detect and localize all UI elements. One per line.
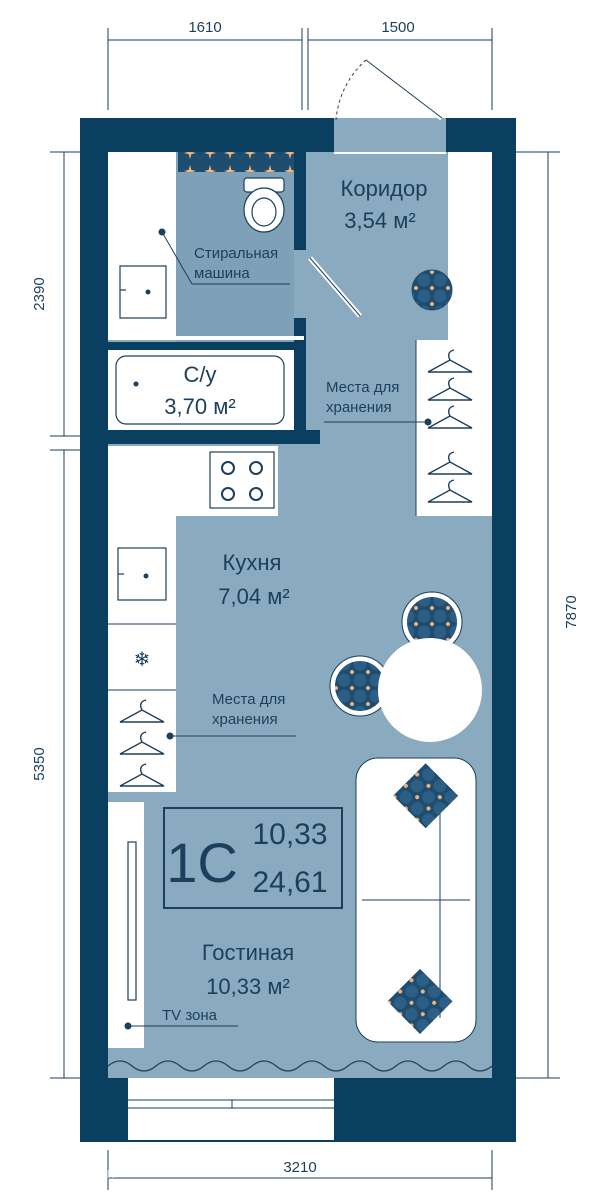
corridor-name: Коридор (341, 176, 428, 201)
washer-label-2: машина (194, 265, 250, 282)
corridor-area: 3,54 м² (344, 208, 415, 233)
living-area: 10,33 м² (206, 974, 290, 999)
curtain (107, 1060, 493, 1072)
tv-zone-label: TV зона (162, 1007, 218, 1024)
bathroom-name: С/у (184, 362, 217, 387)
storage-left-label-1: Места для (212, 691, 285, 708)
stove-icon (209, 451, 275, 509)
bathroom-area: 3,70 м² (164, 394, 235, 419)
apartment-type: 1С (166, 831, 238, 894)
dining-set (329, 591, 482, 742)
chair-top (401, 591, 463, 653)
dim-top-right: 1500 (381, 19, 414, 36)
corridor-shoe-rack (448, 152, 492, 340)
fridge-icon: ❄ (134, 649, 151, 671)
toilet-icon (243, 177, 285, 233)
domclick-watermark: Домклик (31, 1163, 114, 1182)
ottoman-icon (411, 269, 453, 311)
bathtub-icon (108, 350, 294, 430)
wardrobe-left (119, 699, 165, 787)
balcony-window (128, 1078, 334, 1140)
bathroom-fixtures (108, 152, 294, 430)
dimension-lines (50, 28, 560, 1190)
watermark-text: Домклик (54, 1165, 114, 1182)
chair-left (329, 655, 391, 717)
washer-label-1: Стиральная (194, 245, 278, 262)
interior-walls (108, 152, 320, 444)
dim-left-upper: 2390 (31, 277, 48, 310)
storage-top-label-1: Места для (326, 379, 399, 396)
kitchen-area: 7,04 м² (218, 584, 289, 609)
entrance-door (335, 57, 450, 152)
sink-icon (119, 265, 167, 319)
dining-table (378, 638, 482, 742)
dim-bottom: 3210 (283, 1159, 316, 1176)
living-area-value: 10,33 (252, 818, 327, 851)
bathroom-door (308, 256, 362, 318)
dim-left-lower: 5350 (31, 747, 48, 780)
storage-top-label-2: хранения (326, 399, 392, 416)
storage-left-label-2: хранения (212, 711, 278, 728)
living-name: Гостиная (202, 940, 294, 965)
total-area-value: 24,61 (252, 866, 327, 899)
wardrobe-top (324, 340, 492, 516)
kitchen-name: Кухня (223, 550, 282, 575)
tv-unit (108, 802, 238, 1048)
sofa-icon (355, 757, 477, 1043)
apartment-badge: 1С 10,33 24,61 (163, 807, 343, 909)
dim-right: 7870 (563, 595, 580, 628)
dim-top-left: 1610 (188, 19, 221, 36)
kitchen-sink-icon (117, 547, 167, 601)
